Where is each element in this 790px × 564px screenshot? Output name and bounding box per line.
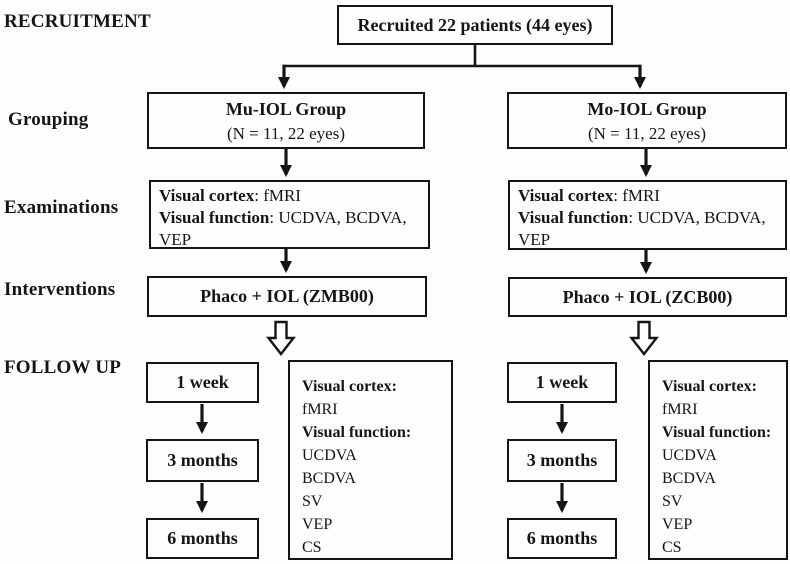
followup-box-6months-mo: 6 months: [507, 518, 617, 559]
tests-line: BCDVA: [302, 470, 356, 487]
group-name: Mo-IOL Group: [587, 98, 707, 119]
followup-box-3months-mu: 3 months: [146, 439, 259, 482]
exam-function-line: Visual function: UCDVA, BCDVA, VEP: [518, 207, 775, 251]
group-box-mo: Mo-IOL Group (N = 11, 22 eyes): [507, 92, 787, 149]
tests-line: Visual function:: [302, 424, 412, 441]
followup-time: 3 months: [167, 450, 238, 470]
followup-tests-box-mo: Visual cortex: fMRI Visual function: UCD…: [648, 360, 788, 560]
followup-time: 1 week: [535, 372, 589, 392]
intervention-text: Phaco + IOL (ZMB00): [200, 286, 374, 306]
tests-line: Visual function:: [662, 424, 772, 441]
exam-cortex-label: Visual cortex: [518, 186, 614, 205]
tests-line: CS: [662, 539, 682, 556]
stage-label-follow-up: FOLLOW UP: [4, 357, 122, 378]
examinations-box-mo: Visual cortex: fMRI Visual function: UCD…: [508, 180, 787, 250]
stage-label-recruitment: RECRUITMENT: [4, 11, 151, 32]
tests-line: fMRI: [302, 401, 338, 418]
exam-function-line: Visual function: UCDVA, BCDVA, VEP: [159, 207, 418, 251]
exam-function-value: : UCDVA, BCDVA, VEP: [159, 208, 407, 249]
followup-time: 6 months: [167, 528, 238, 548]
exam-cortex-value: : fMRI: [254, 186, 301, 205]
group-box-mu: Mu-IOL Group (N = 11, 22 eyes): [147, 92, 425, 149]
followup-tests-box-mu: Visual cortex: fMRI Visual function: UCD…: [288, 360, 453, 560]
tests-line: SV: [662, 493, 683, 510]
exam-function-value: : UCDVA, BCDVA, VEP: [518, 208, 766, 249]
tests-line: UCDVA: [302, 447, 357, 464]
intervention-text: Phaco + IOL (ZCB00): [562, 286, 733, 307]
exam-cortex-value: : fMRI: [613, 186, 660, 205]
followup-box-3months-mo: 3 months: [507, 439, 617, 482]
group-name: Mu-IOL Group: [225, 98, 347, 119]
tests-line: VEP: [302, 516, 333, 533]
recruited-box: Recruited 22 patients (44 eyes): [337, 5, 613, 45]
followup-time: 6 months: [526, 528, 598, 548]
recruited-split-line: [282, 45, 640, 68]
group-size: (N = 11, 22 eyes): [587, 123, 706, 143]
recruited-text: Recruited 22 patients (44 eyes): [357, 14, 593, 35]
exam-function-label: Visual function: [518, 208, 629, 227]
stage-label-interventions: Interventions: [4, 279, 116, 300]
intervention-box-mo: Phaco + IOL (ZCB00): [508, 277, 787, 317]
followup-box-1week-mu: 1 week: [146, 362, 259, 403]
tests-line: Visual cortex:: [302, 378, 397, 395]
exam-cortex-label: Visual cortex: [159, 186, 255, 205]
hollow-arrows: [266, 320, 659, 356]
intervention-box-mu: Phaco + IOL (ZMB00): [147, 276, 427, 317]
tests-line: CS: [302, 539, 322, 556]
tests-line: Visual cortex:: [662, 378, 757, 395]
tests-line: UCDVA: [662, 447, 717, 464]
followup-time: 3 months: [526, 450, 598, 470]
group-size: (N = 11, 22 eyes): [226, 123, 345, 143]
exam-cortex-line: Visual cortex: fMRI: [518, 185, 775, 207]
followup-box-6months-mu: 6 months: [146, 518, 259, 559]
exam-function-label: Visual function: [159, 208, 270, 227]
followup-time: 1 week: [176, 372, 229, 392]
examinations-box-mu: Visual cortex: fMRI Visual function: UCD…: [149, 180, 430, 249]
tests-line: VEP: [662, 516, 693, 533]
tests-line: BCDVA: [662, 470, 716, 487]
stage-label-grouping: Grouping: [8, 109, 89, 130]
followup-box-1week-mo: 1 week: [507, 362, 617, 403]
tests-line: fMRI: [662, 401, 698, 418]
tests-line: SV: [302, 493, 323, 510]
stage-label-examinations: Examinations: [4, 197, 119, 218]
exam-cortex-line: Visual cortex: fMRI: [159, 185, 418, 207]
